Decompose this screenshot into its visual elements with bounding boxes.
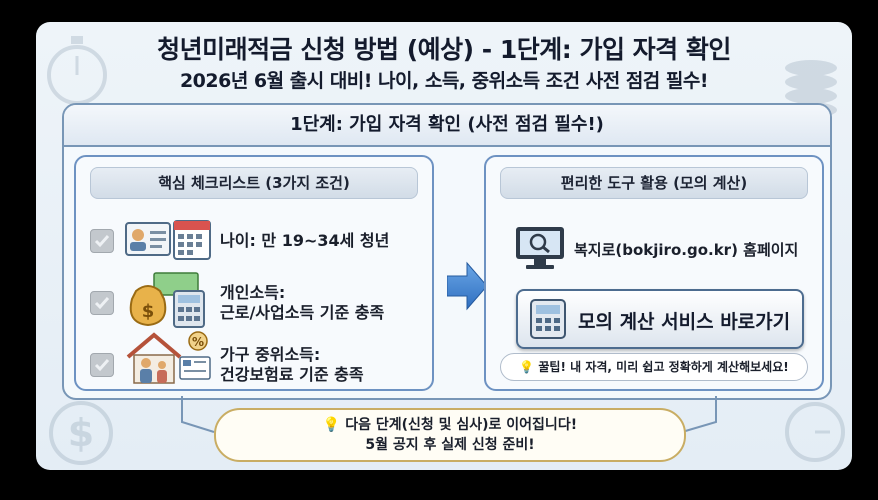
checkbox-income [90,291,114,315]
next-step-note: 💡 다음 단계(신청 및 심사)로 이어집니다! 5월 공지 후 실제 신청 준… [214,408,686,462]
checklist-item-income-line2: 근로/사업소득 기준 충족 [220,303,385,322]
step1-panel: 1단계: 가입 자격 확인 (사전 점검 필수!) 핵심 체크리스트 (3가지 … [62,103,832,400]
checklist-item-income: 개인소득: 근로/사업소득 기준 충족 [220,283,384,323]
svg-text:$: $ [68,411,94,455]
checkbox-median-income [90,353,114,377]
page-title: 청년미래적금 신청 방법 (예상) - 1단계: 가입 자격 확인 [157,35,731,64]
bokjiro-site-text: 복지로(bokjiro.go.kr) 홈페이지 [574,241,799,259]
lightbulb-icon: 💡 [519,360,535,374]
checklist-box: 핵심 체크리스트 (3가지 조건) [74,155,434,391]
connector-lines [181,396,717,433]
checklist-item-age-line1: 나이: 만 19~34세 청년 [220,231,390,250]
money-bag-calculator-icon: $ [129,272,205,328]
checklist-title: 핵심 체크리스트 (3가지 조건) [90,167,418,199]
checklist-item-age: 나이: 만 19~34세 청년 [220,231,389,251]
lightbulb-icon: 💡 [322,417,341,433]
page-subtitle: 2026년 6월 출시 대비! 나이, 소득, 중위소득 조건 사전 점검 필수… [179,70,709,92]
step1-panel-title: 1단계: 가입 자격 확인 (사전 점검 필수!) [64,105,830,147]
tools-title: 편리한 도구 활용 (모의 계산) [500,167,808,199]
checklist-item-income-line1: 개인소득: [220,283,286,302]
svg-text:%: % [192,335,204,349]
arrow-right-icon [447,261,487,311]
tools-box: 편리한 도구 활용 (모의 계산) 복지로(bokjiro.go.kr) 홈페이… [484,155,824,391]
checklist-item-median-income: 가구 중위소득: 건강보험료 기준 충족 [220,345,364,385]
dollar-coin-icon: $ [49,401,113,465]
mock-calculation-button-label: 모의 계산 서비스 바로가기 [578,311,791,333]
infographic-frame: $ 청년미래적금 신청 방법 (예상) - 1단계: 가입 자격 확인 2026… [36,22,852,470]
checklist-item-median-income-line2: 건강보험료 기준 충족 [220,365,364,384]
checkbox-age [90,229,114,253]
next-step-line2: 5월 공지 후 실제 신청 준비! [365,437,535,453]
house-family-icon: % [126,331,211,384]
id-card-calendar-icon [125,220,211,260]
checklist-item-median-income-line1: 가구 중위소득: [220,345,321,364]
tip-bubble: 💡 꿀팁! 내 자격, 미리 쉽고 정확하게 계산해보세요! [500,353,808,381]
clock-icon [785,402,845,462]
next-step-line1: 다음 단계(신청 및 심사)로 이어집니다! [345,417,578,433]
mock-calculation-button[interactable]: 모의 계산 서비스 바로가기 [516,289,804,349]
tip-text: 꿀팁! 내 자격, 미리 쉽고 정확하게 계산해보세요! [538,360,789,374]
svg-text:$: $ [142,301,155,322]
calculator-icon [530,299,566,339]
monitor-search-icon [516,227,564,269]
